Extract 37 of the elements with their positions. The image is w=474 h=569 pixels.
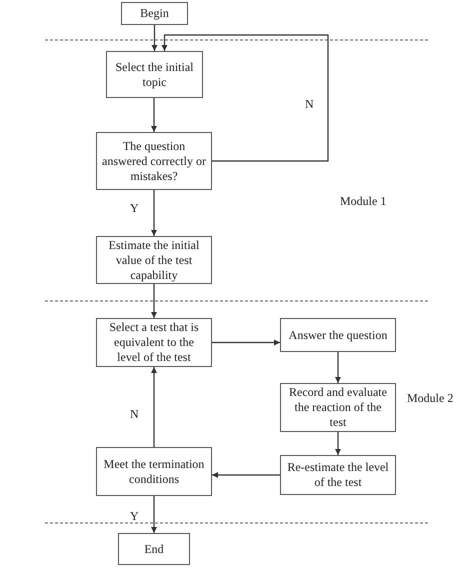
edge-label: N xyxy=(305,97,314,112)
module-label: Module 2 xyxy=(407,391,454,406)
arrow xyxy=(151,496,157,533)
process-box xyxy=(280,383,396,432)
arrow xyxy=(212,472,280,478)
module-label: Module 1 xyxy=(340,194,386,209)
arrow xyxy=(151,284,157,318)
arrow xyxy=(212,340,280,346)
process-box xyxy=(96,132,212,190)
process-box xyxy=(96,318,212,367)
box-text: Select a test that is equivalent to the level of the test xyxy=(108,320,200,365)
edge-label: Y xyxy=(130,201,139,216)
edge-label: Y xyxy=(130,509,139,524)
process-box xyxy=(280,455,396,495)
arrow xyxy=(162,34,329,162)
box-text: Begin xyxy=(140,6,169,21)
process-box xyxy=(280,318,396,352)
process-box xyxy=(96,447,212,496)
arrow xyxy=(152,25,158,51)
box-text: Record and evaluate the reaction of the test xyxy=(288,385,388,430)
arrow xyxy=(335,352,341,383)
arrow xyxy=(335,432,341,455)
box-text: Re-estimate the level of the test xyxy=(286,460,390,490)
edge-label: N xyxy=(130,407,139,422)
process-box xyxy=(121,2,188,25)
box-text: Answer the question xyxy=(288,328,388,342)
box-text: Meet the termination conditions xyxy=(102,456,206,486)
process-box xyxy=(106,51,203,98)
box-text: Select the initial topic xyxy=(114,60,194,90)
arrow xyxy=(151,190,157,236)
process-box xyxy=(118,533,190,565)
process-box xyxy=(96,236,212,284)
arrow xyxy=(151,98,157,132)
box-text: The question answered correctly or mistakes? xyxy=(101,138,207,184)
box-text: Estimate the initial value of the test capability xyxy=(108,238,200,282)
arrow xyxy=(151,367,157,447)
box-text: End xyxy=(144,542,164,556)
